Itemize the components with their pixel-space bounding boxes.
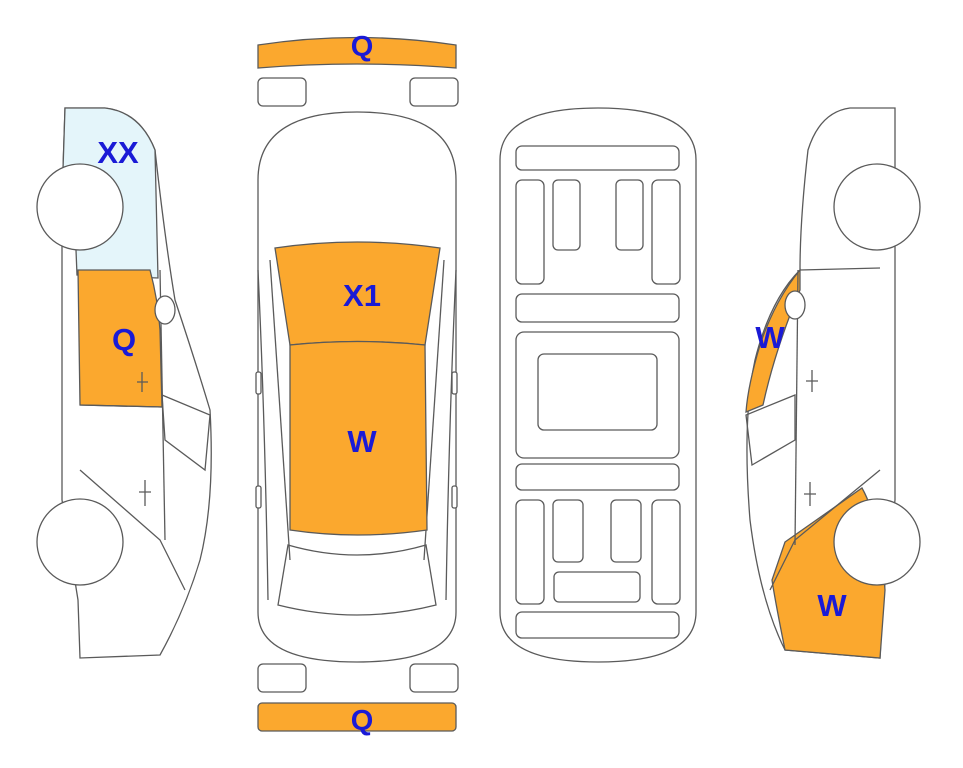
top-rear-window bbox=[277, 544, 437, 616]
right-front-handle bbox=[804, 482, 816, 506]
right-window-line bbox=[745, 394, 796, 467]
left-front-handle bbox=[139, 480, 151, 506]
underbody-rear-right-rail bbox=[651, 499, 681, 605]
top-left-pillar bbox=[257, 269, 269, 601]
underbody-view bbox=[499, 107, 697, 663]
rear-bumper-code: Q bbox=[351, 705, 374, 737]
underbody-front-right-rail bbox=[651, 179, 681, 285]
left-window-line bbox=[161, 393, 211, 472]
underbody-rear-bar bbox=[515, 611, 680, 639]
underbody-front-slot-1 bbox=[552, 179, 581, 251]
left-front-lower bbox=[79, 469, 186, 591]
top-view: Q X1 W Q bbox=[255, 31, 459, 737]
right-mirror bbox=[784, 290, 806, 320]
left-mirror bbox=[154, 295, 176, 325]
right-rear-wheel bbox=[833, 163, 921, 251]
top-left-mirror bbox=[255, 371, 262, 395]
right-side-view: W W bbox=[745, 107, 921, 659]
underbody-rear-left-rail bbox=[515, 499, 545, 605]
underbody-rear-slot-1 bbox=[552, 499, 584, 563]
underbody-mid-bar-1 bbox=[515, 293, 680, 323]
right-front-fender-code: W bbox=[817, 588, 847, 623]
right-front-wheel bbox=[833, 498, 921, 586]
left-front-wheel bbox=[36, 498, 124, 586]
top-rear-left-light bbox=[257, 663, 307, 693]
top-left-side-curve bbox=[269, 259, 291, 561]
right-front-door-code: W bbox=[755, 320, 785, 355]
roof-front-code: X1 bbox=[343, 278, 381, 313]
roof-rear-panel bbox=[289, 340, 428, 536]
top-right-handle bbox=[451, 485, 458, 509]
right-rear-handle bbox=[806, 370, 818, 392]
left-rear-door-code: Q bbox=[112, 322, 136, 357]
left-side-view: XX Q bbox=[36, 107, 212, 659]
left-sill-line bbox=[79, 404, 163, 408]
underbody-front-left-rail bbox=[515, 179, 545, 285]
underbody-center-panel bbox=[537, 353, 658, 431]
underbody-front-bar bbox=[515, 145, 680, 171]
front-bumper-code: Q bbox=[351, 31, 374, 63]
top-front-right-light bbox=[409, 77, 459, 107]
underbody-rear-slot-2 bbox=[610, 499, 642, 563]
underbody-front-slot-2 bbox=[615, 179, 644, 251]
front-bumper-panel bbox=[257, 36, 457, 69]
top-left-handle bbox=[255, 485, 262, 509]
top-right-mirror bbox=[451, 371, 458, 395]
underbody-mid-bar-2 bbox=[515, 463, 680, 491]
left-rear-handle bbox=[137, 372, 148, 392]
left-rear-wheel bbox=[36, 163, 124, 251]
top-rear-right-light bbox=[409, 663, 459, 693]
underbody-rear-tank bbox=[553, 571, 641, 603]
rear-bumper-panel bbox=[257, 702, 457, 732]
top-right-pillar bbox=[445, 269, 457, 601]
roof-rear-code: W bbox=[347, 424, 377, 459]
top-front-left-light bbox=[257, 77, 307, 107]
right-sill-line bbox=[799, 267, 881, 271]
left-rear-fender-code: XX bbox=[97, 135, 139, 170]
right-front-lower bbox=[769, 469, 881, 591]
